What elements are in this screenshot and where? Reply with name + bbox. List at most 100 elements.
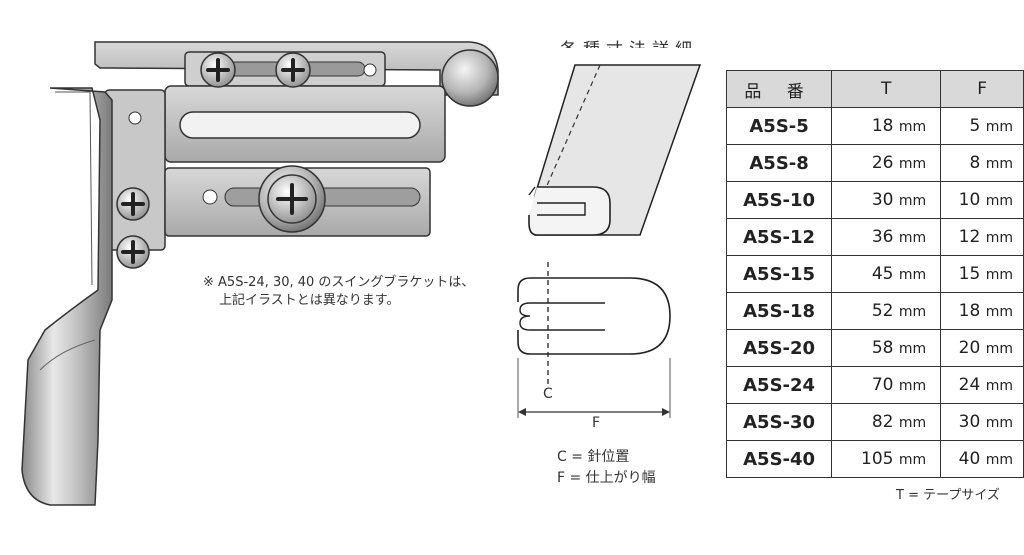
finished-width-cell-value: 40 [958, 449, 981, 469]
tape-size-cell-value: 36 [871, 227, 894, 247]
finished-width-cell: 12 mm [940, 218, 1024, 256]
unit-label: mm [898, 415, 927, 431]
note-line-2: 上記イラストとは異なります。 [219, 293, 400, 308]
unit-label: mm [898, 156, 927, 172]
tape-size-cell: 30 mm [831, 181, 942, 219]
unit-label: mm [985, 452, 1013, 468]
tape-size-cell-value: 45 [871, 264, 894, 284]
unit-label: mm [985, 341, 1013, 357]
tape-size-cell-value: 52 [871, 301, 894, 321]
tape-size-footnote: T = テープサイズ [896, 488, 1000, 503]
tape-size-cell: 18 mm [831, 107, 942, 145]
finished-width-cell: 8 mm [940, 144, 1024, 182]
finished-width-cell-value: 24 [958, 375, 981, 395]
unit-label: mm [898, 341, 927, 357]
part-number-cell-value: A5S-10 [743, 189, 816, 211]
part-number-cell-value: A5S-5 [749, 115, 809, 137]
part-number-cell: A5S-5 [725, 107, 833, 145]
unit-label: mm [985, 230, 1013, 246]
bracket-note: ※ A5S-24, 30, 40 のスイングブラケットは、 上記イラストとは異な… [203, 274, 503, 310]
tape-size-cell-value: 70 [871, 375, 894, 395]
tape-size-cell-value: 105 [861, 449, 894, 469]
part-number-cell: A5S-12 [725, 218, 833, 256]
finished-width-cell-value: 18 [958, 301, 981, 321]
header-part-number: 品 番 [725, 70, 833, 108]
finished-width-cell: 15 mm [940, 255, 1024, 293]
part-number-cell: A5S-15 [725, 255, 833, 293]
tape-size-cell: 52 mm [831, 292, 942, 330]
unit-label: mm [898, 267, 927, 283]
finished-width-cell: 10 mm [940, 181, 1024, 219]
table-header-row: 品 番 T F [725, 70, 1024, 108]
finished-width-cell-value: 12 [958, 227, 981, 247]
part-number-cell: A5S-20 [725, 329, 833, 367]
part-number-cell: A5S-18 [725, 292, 833, 330]
folded-tape-diagram [528, 64, 702, 236]
finished-width-cell: 18 mm [940, 292, 1024, 330]
part-number-cell-value: A5S-30 [743, 411, 816, 433]
tape-size-cell-value: 82 [871, 412, 894, 432]
legend-needle-position: C = 針位置 [557, 449, 630, 465]
unit-label: mm [985, 267, 1013, 283]
legend-finished-width: F = 仕上がり幅 [557, 470, 656, 486]
binder-attachment-illustration [21, 41, 499, 506]
finished-width-cell-value: 5 [969, 116, 981, 136]
unit-label: mm [898, 119, 927, 135]
unit-label: mm [985, 193, 1013, 209]
header-finished-width: F [940, 70, 1024, 108]
unit-label: mm [898, 304, 927, 320]
unit-label: mm [985, 415, 1013, 431]
tape-size-cell: 105 mm [831, 440, 942, 478]
part-number-cell: A5S-8 [725, 144, 833, 182]
part-number-cell-value: A5S-12 [743, 226, 816, 248]
unit-label: mm [898, 193, 927, 209]
tape-size-cell-value: 26 [871, 153, 894, 173]
part-number-cell-value: A5S-24 [743, 374, 816, 396]
diagram-legend: C = 針位置 F = 仕上がり幅 [557, 447, 656, 489]
finished-width-cell: 5 mm [940, 107, 1024, 145]
fold-cross-section [517, 262, 671, 418]
tape-size-cell: 45 mm [831, 255, 942, 293]
tape-size-cell-value: 30 [871, 190, 894, 210]
dimension-title: 各種寸法詳細 [560, 28, 698, 48]
finished-width-cell: 30 mm [940, 403, 1024, 441]
unit-label: mm [985, 119, 1013, 135]
unit-label: mm [985, 378, 1013, 394]
part-number-cell: A5S-30 [725, 403, 833, 441]
finished-width-cell-value: 8 [969, 153, 981, 173]
part-number-cell-value: A5S-18 [743, 300, 816, 322]
tape-size-cell: 36 mm [831, 218, 942, 256]
finished-width-cell-value: 20 [958, 338, 981, 358]
unit-label: mm [985, 304, 1013, 320]
unit-label: mm [898, 230, 927, 246]
finished-width-cell: 20 mm [940, 329, 1024, 367]
finished-width-cell: 40 mm [940, 440, 1024, 478]
finished-width-cell: 24 mm [940, 366, 1024, 404]
tape-size-cell: 58 mm [831, 329, 942, 367]
finished-width-cell-value: 15 [958, 264, 981, 284]
tape-size-cell-value: 18 [871, 116, 894, 136]
tape-size-cell: 26 mm [831, 144, 942, 182]
tape-size-cell-value: 58 [871, 338, 894, 358]
part-number-cell-value: A5S-20 [743, 337, 816, 359]
unit-label: mm [898, 452, 927, 468]
part-number-cell: A5S-40 [725, 440, 833, 478]
finished-width-cell-value: 30 [958, 412, 981, 432]
part-number-cell-value: A5S-8 [749, 152, 809, 174]
part-number-cell: A5S-24 [725, 366, 833, 404]
header-tape-size: T [831, 70, 942, 108]
needle-position-label: C [543, 386, 553, 402]
part-number-cell-value: A5S-15 [743, 263, 816, 285]
part-number-cell: A5S-10 [725, 181, 833, 219]
